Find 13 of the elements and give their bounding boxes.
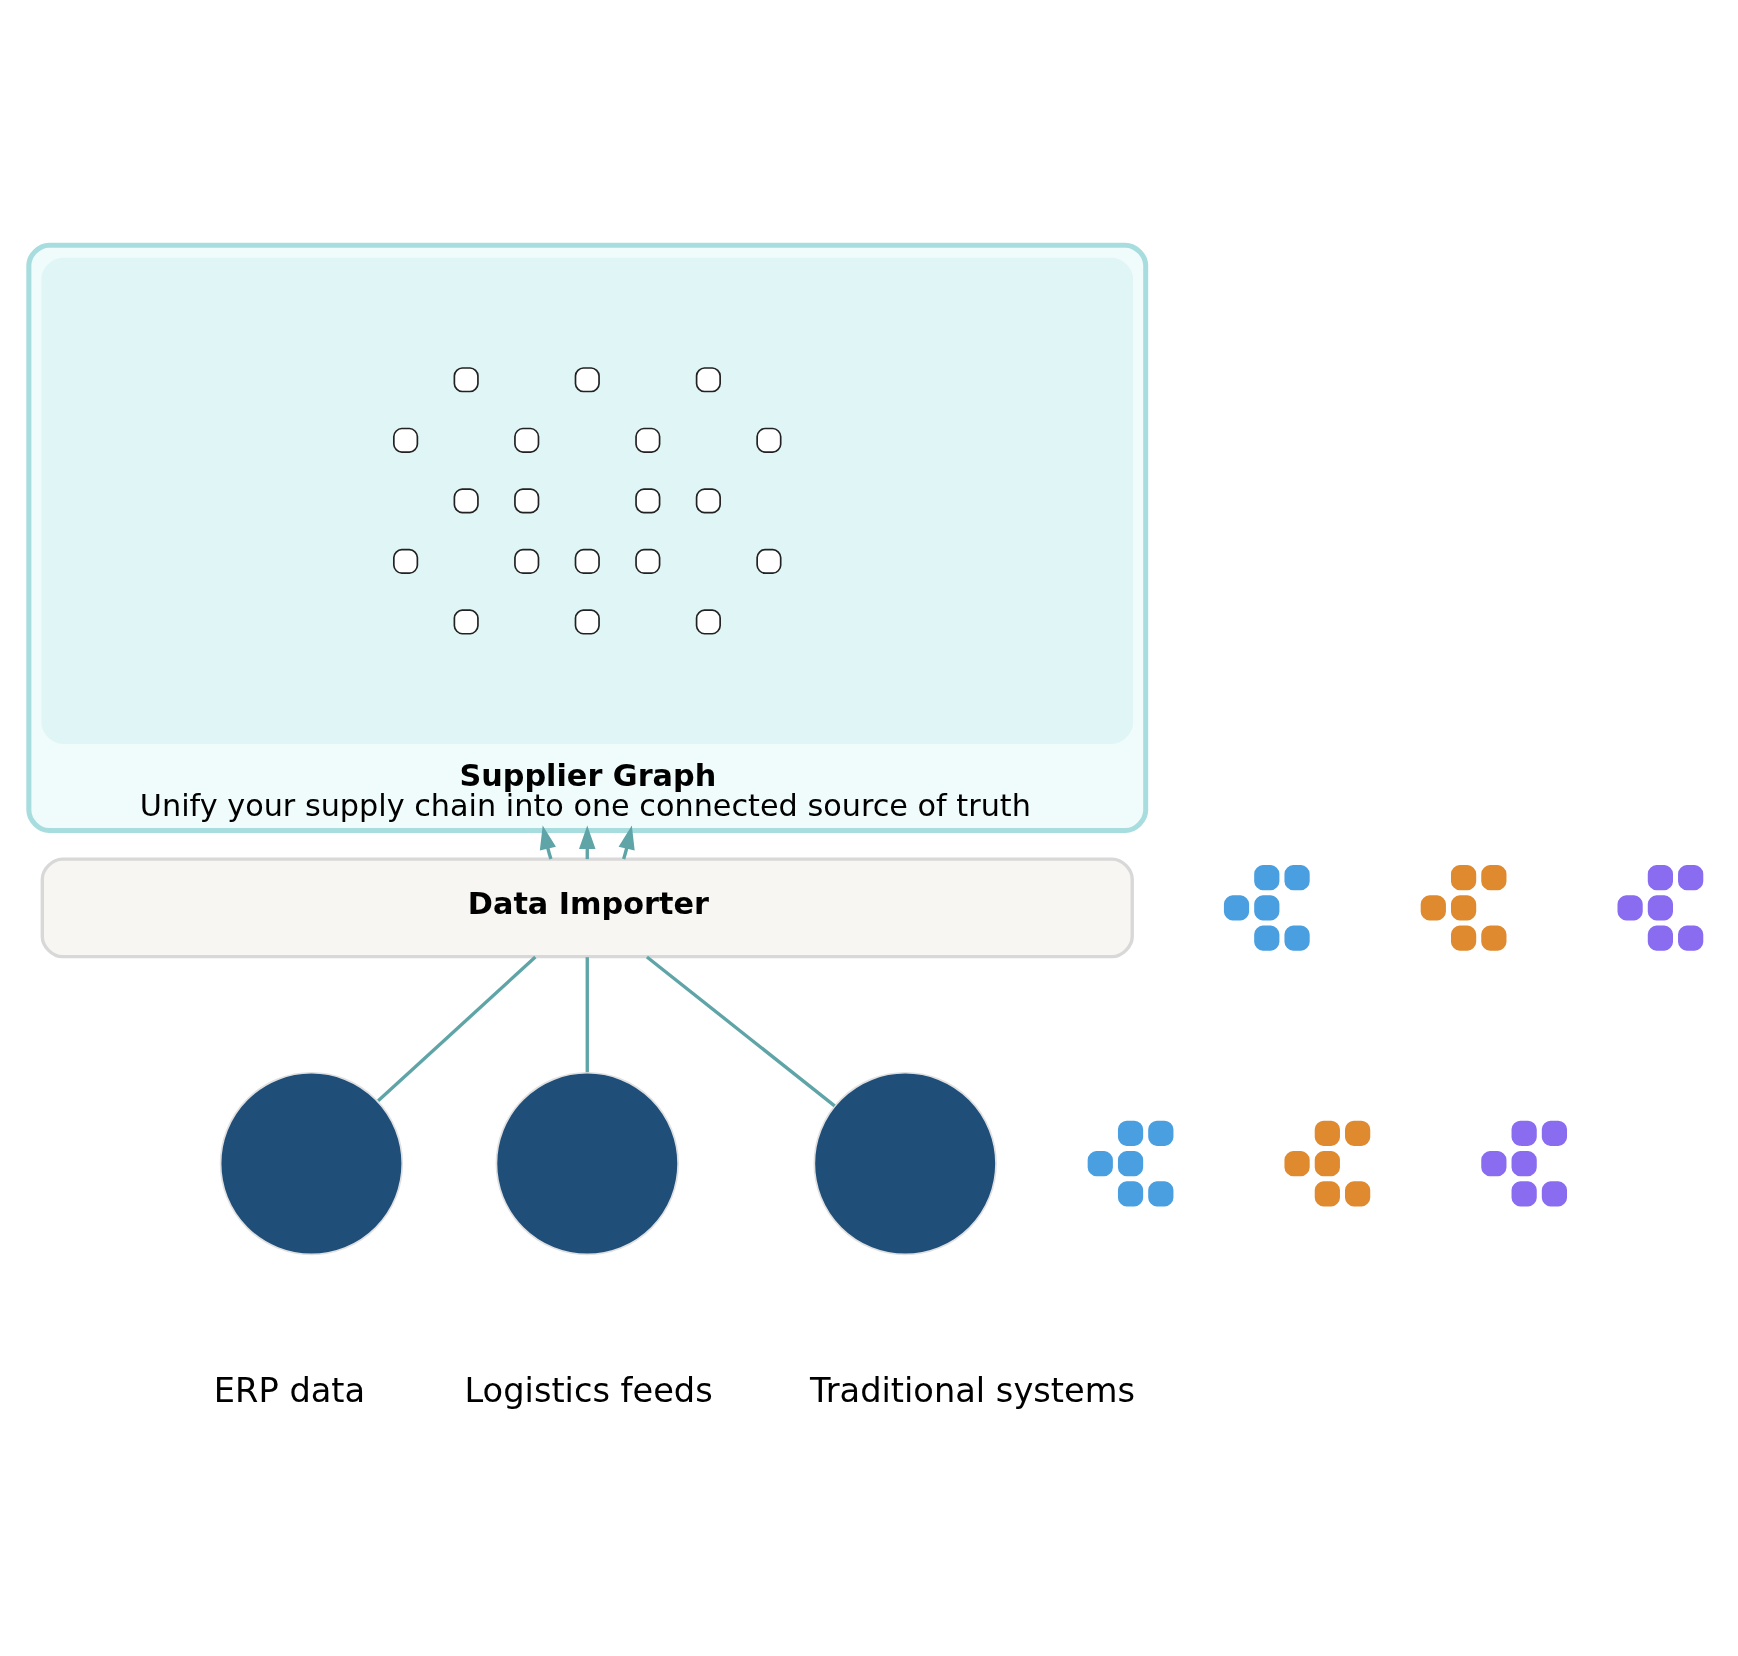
- connector: [585, 957, 589, 1073]
- arrow: [539, 825, 556, 860]
- node-circle: [495, 1071, 679, 1256]
- node-label: Traditional systems: [810, 1371, 1135, 1411]
- node-label: Logistics feeds: [464, 1371, 713, 1411]
- node-picture: [41, 257, 1134, 744]
- node-circle: [813, 1071, 997, 1256]
- node-label: ERP data: [213, 1371, 366, 1411]
- node-box: Data Importer: [40, 857, 1134, 959]
- cluster: Supplier Graph Unify your supply chain into one connected source of truth: [26, 242, 1149, 834]
- node-circle: [219, 1071, 404, 1256]
- connector: [645, 955, 836, 1108]
- connector: [377, 955, 537, 1103]
